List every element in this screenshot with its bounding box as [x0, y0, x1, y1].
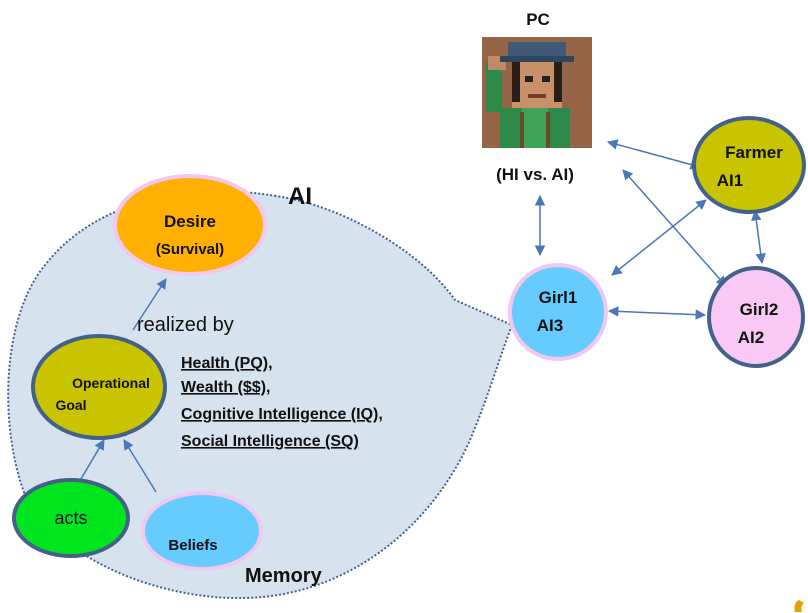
girl1-sublabel: AI3: [537, 316, 563, 335]
goal-item-sq: Social Intelligence (SQ): [181, 433, 359, 450]
pc-caption: (HI vs. AI): [496, 165, 574, 184]
girl2-label: Girl2: [740, 300, 779, 319]
girl1-node: Girl1 AI3: [508, 263, 608, 361]
ai-thought-bubble: [7, 190, 514, 600]
desire-label: Desire: [164, 212, 216, 231]
corner-mark: [794, 600, 804, 612]
realized-by-label: realized by: [137, 314, 234, 336]
beliefs-label: Beliefs: [168, 537, 217, 554]
desire-sublabel: (Survival): [156, 241, 224, 258]
arrow-beliefs-to-goal: [123, 439, 157, 493]
arrow-acts-to-goal: [77, 439, 105, 485]
farmer-node: Farmer AI1: [692, 116, 806, 214]
beliefs-node: Beliefs: [141, 491, 263, 571]
goal-item-wealth: Wealth ($$),: [181, 379, 271, 396]
acts-label: acts: [54, 508, 87, 528]
girl2-sublabel: AI2: [738, 328, 764, 347]
girl1-label: Girl1: [539, 288, 578, 307]
operational-goal-node: Operational Goal: [31, 334, 167, 440]
pc-avatar: [482, 37, 592, 148]
operational-goal-sublabel: Goal: [55, 397, 86, 413]
girl2-node: Girl2 AI2: [707, 266, 805, 368]
arrow-goal-to-desire: [132, 278, 167, 331]
edge-pc-farmer: [606, 139, 702, 170]
ai-label: AI: [288, 183, 312, 210]
memory-label: Memory: [245, 565, 323, 587]
pc-title: PC: [526, 10, 550, 29]
goal-list: Health (PQ), Wealth ($$), Cognitive Inte…: [181, 355, 383, 450]
edge-girl1-girl2: [607, 306, 707, 320]
edge-girl1-farmer: [611, 199, 707, 276]
desire-node: Desire (Survival): [113, 174, 267, 276]
operational-goal-label: Operational: [72, 375, 150, 391]
edge-farmer-girl2: [751, 209, 766, 265]
farmer-sublabel: AI1: [717, 171, 743, 190]
farmer-label: Farmer: [725, 143, 783, 162]
acts-node: acts: [12, 478, 130, 558]
goal-item-iq: Cognitive Intelligence (IQ),: [181, 406, 383, 423]
goal-item-health: Health (PQ),: [181, 355, 273, 372]
